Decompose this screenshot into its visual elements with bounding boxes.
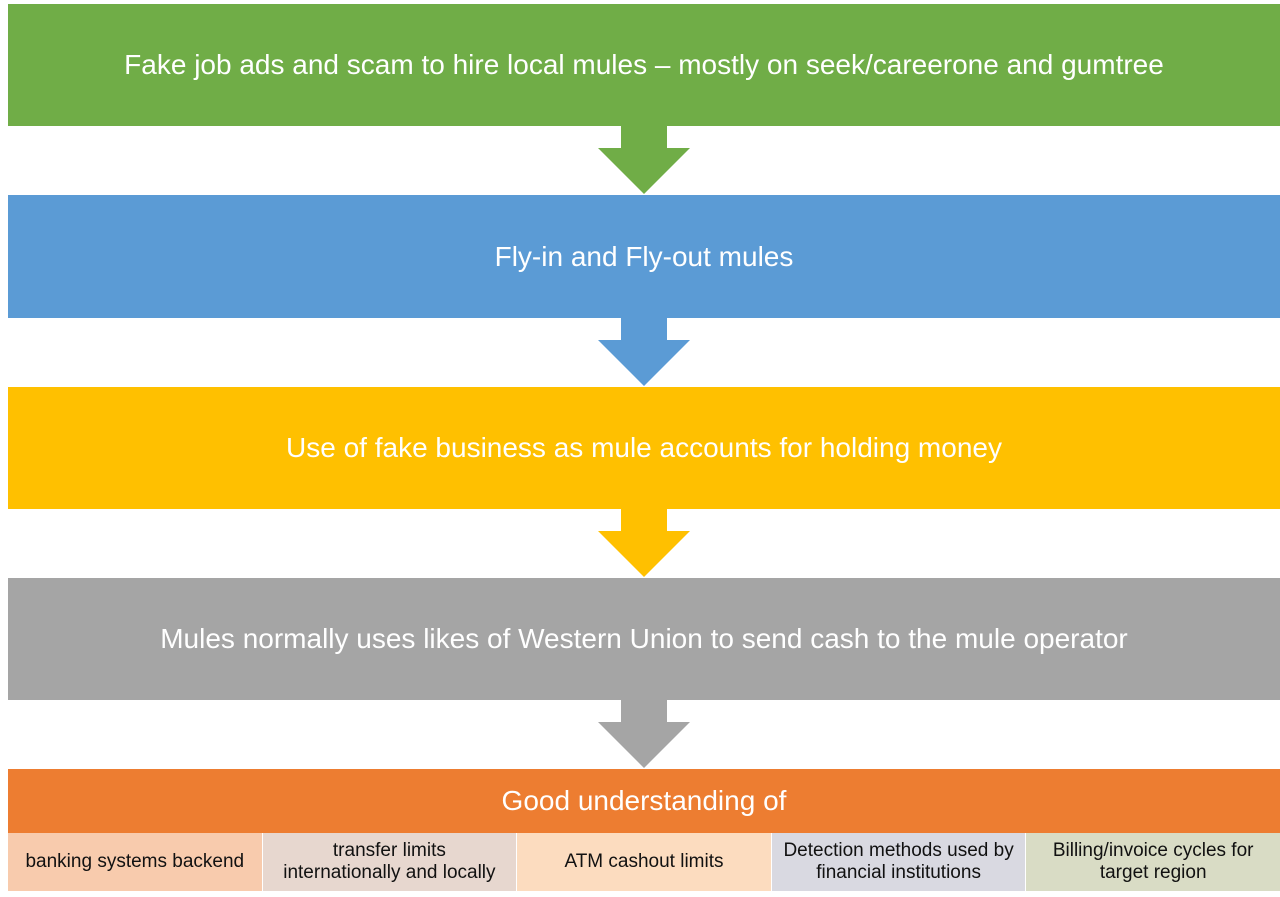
- flow-arrow-4: [598, 700, 690, 768]
- down-arrow-icon: [598, 126, 690, 194]
- flow-arrow-3: [598, 509, 690, 577]
- stage-western-union: Mules normally uses likes of Western Uni…: [8, 578, 1280, 700]
- down-arrow-icon: [598, 318, 690, 386]
- stage-fly-in-fly-out: Fly-in and Fly-out mules: [8, 195, 1280, 318]
- cell-transfer-limits: transfer limits internationally and loca…: [262, 833, 518, 891]
- final-header: Good understanding of: [8, 769, 1280, 833]
- down-arrow-icon: [598, 509, 690, 577]
- stage-fake-business: Use of fake business as mule accounts fo…: [8, 387, 1280, 509]
- cell-atm-cashout: ATM cashout limits: [517, 833, 772, 891]
- stage-label: Mules normally uses likes of Western Uni…: [160, 623, 1128, 654]
- down-arrow-icon: [598, 700, 690, 768]
- stage-label: Fake job ads and scam to hire local mule…: [124, 49, 1164, 80]
- final-title: Good understanding of: [501, 785, 787, 816]
- knowledge-cells: banking systems backend transfer limits …: [8, 833, 1280, 891]
- flow-arrow-2: [598, 318, 690, 386]
- stage-label: Use of fake business as mule accounts fo…: [286, 432, 1002, 463]
- flow-arrow-1: [598, 126, 690, 194]
- stage-fake-job-ads: Fake job ads and scam to hire local mule…: [8, 4, 1280, 126]
- stage-label: Fly-in and Fly-out mules: [494, 240, 794, 272]
- cell-banking-systems: banking systems backend: [8, 833, 263, 891]
- cell-billing-cycles: Billing/invoice cycles for target region: [1026, 833, 1280, 891]
- cell-detection-methods: Detection methods used by financial inst…: [771, 833, 1027, 891]
